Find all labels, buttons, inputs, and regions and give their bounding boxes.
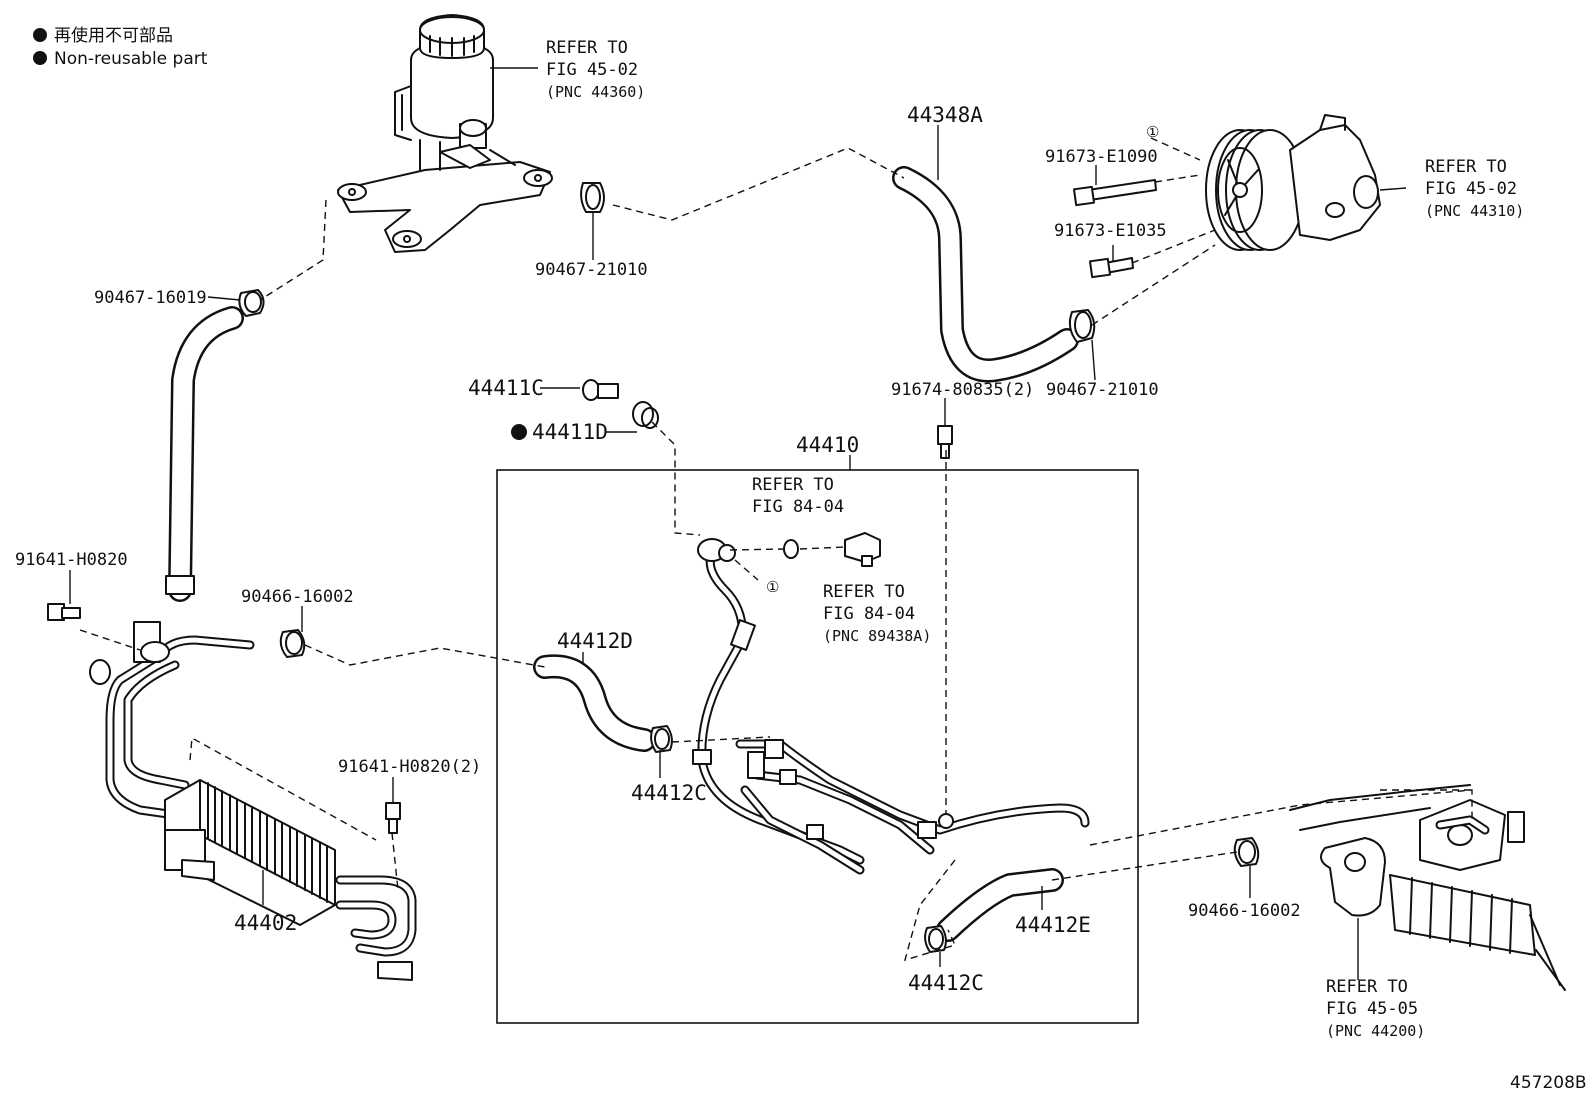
refer-84-04-b-line1: REFER TO	[823, 582, 905, 602]
steering-gear-icon	[1289, 784, 1566, 991]
legend-japanese: 再使用不可部品	[54, 25, 173, 46]
circled-one-top: ①	[1146, 123, 1159, 141]
refer-45-05-line2: FIG 45-05	[1326, 999, 1418, 1019]
hose-44412D	[533, 654, 656, 752]
non-reusable-dot-icon	[511, 424, 527, 440]
bolt-icon	[47, 603, 81, 621]
bolt-icon	[385, 802, 401, 834]
assembly-44410-box	[496, 469, 1139, 1024]
refer-45-02-right-line1: REFER TO	[1425, 157, 1507, 177]
part-90467-16019: 90467-16019	[94, 288, 207, 308]
reservoir-bracket-icon	[337, 139, 553, 253]
bolt-icon	[1072, 179, 1157, 207]
hose-44348A	[892, 166, 1079, 383]
legend: 再使用不可部品 Non-reusable part	[33, 25, 208, 69]
callout-leader-lines	[69, 67, 1407, 980]
hose-clamp-icon	[1233, 837, 1260, 867]
callout-labels: REFER TO FIG 45-02 (PNC 44360) 44348A ① …	[15, 38, 1587, 1093]
refer-84-04-a-line1: REFER TO	[752, 475, 834, 495]
refer-84-04-a-line2: FIG 84-04	[752, 497, 844, 517]
refer-45-05-line1: REFER TO	[1326, 977, 1408, 997]
hose-clamp-icon	[580, 182, 605, 213]
hose-clamp-icon	[924, 925, 947, 953]
part-91641-H0820: 91641-H0820	[15, 550, 128, 570]
pressure-line-assembly	[692, 547, 1090, 875]
gasket-icon	[632, 401, 659, 429]
return-hose-left	[165, 306, 244, 602]
bolt-icon	[1088, 257, 1134, 279]
part-44412D: 44412D	[557, 629, 633, 653]
refer-45-05-line3: (PNC 44200)	[1326, 1022, 1425, 1040]
illustration-id: 457208B	[1510, 1073, 1587, 1093]
part-90467-21010-right: 90467-21010	[1046, 380, 1159, 400]
part-90467-21010-top: 90467-21010	[535, 260, 648, 280]
part-91674-80835: 91674-80835(2)	[891, 380, 1034, 400]
part-91673-E1035: 91673-E1035	[1054, 221, 1167, 241]
union-bolt-icon	[582, 379, 619, 401]
union-fitting-icon	[697, 538, 736, 562]
refer-45-02-right-line2: FIG 45-02	[1425, 179, 1517, 199]
hose-44412E	[936, 868, 1064, 942]
oil-cooler-icon	[164, 779, 417, 981]
pressure-switch-icon	[844, 532, 881, 567]
refer-45-02-top-line2: FIG 45-02	[546, 60, 638, 80]
refer-84-04-b-line3: (PNC 89438A)	[823, 627, 931, 645]
dashed-connection-lines	[79, 137, 1473, 962]
part-44410: 44410	[796, 433, 859, 457]
refer-84-04-b-line2: FIG 84-04	[823, 604, 915, 624]
part-44402: 44402	[234, 911, 297, 935]
refer-45-02-top-line3: (PNC 44360)	[546, 83, 645, 101]
hose-clamp-icon	[238, 289, 265, 317]
part-44412C-bottom: 44412C	[908, 971, 984, 995]
part-44411D: 44411D	[532, 420, 608, 444]
part-44412E: 44412E	[1015, 913, 1091, 937]
part-44348A: 44348A	[907, 103, 983, 127]
legend-english: Non-reusable part	[54, 49, 208, 69]
part-91641-H0820-2: 91641-H0820(2)	[338, 757, 481, 777]
non-reusable-dot-icon	[33, 28, 47, 42]
part-90466-16002-left: 90466-16002	[241, 587, 354, 607]
hose-clamp-icon	[279, 629, 306, 658]
part-90466-16002-right: 90466-16002	[1188, 901, 1301, 921]
circled-one-mid: ①	[766, 578, 779, 596]
refer-45-02-top-line1: REFER TO	[546, 38, 628, 58]
part-44411C: 44411C	[468, 376, 544, 400]
hose-clamp-icon	[1068, 309, 1096, 343]
o-ring-icon	[783, 539, 799, 559]
hose-clamp-icon	[650, 725, 673, 753]
reservoir-icon	[394, 14, 494, 149]
bolt-icon	[937, 425, 953, 459]
power-steering-pump-icon	[1205, 114, 1381, 251]
refer-45-02-right-line3: (PNC 44310)	[1425, 202, 1524, 220]
part-91673-E1090: 91673-E1090	[1045, 147, 1158, 167]
part-44412C-mid: 44412C	[631, 781, 707, 805]
oil-cooler-lines	[89, 621, 255, 820]
non-reusable-dot-icon	[33, 51, 47, 65]
